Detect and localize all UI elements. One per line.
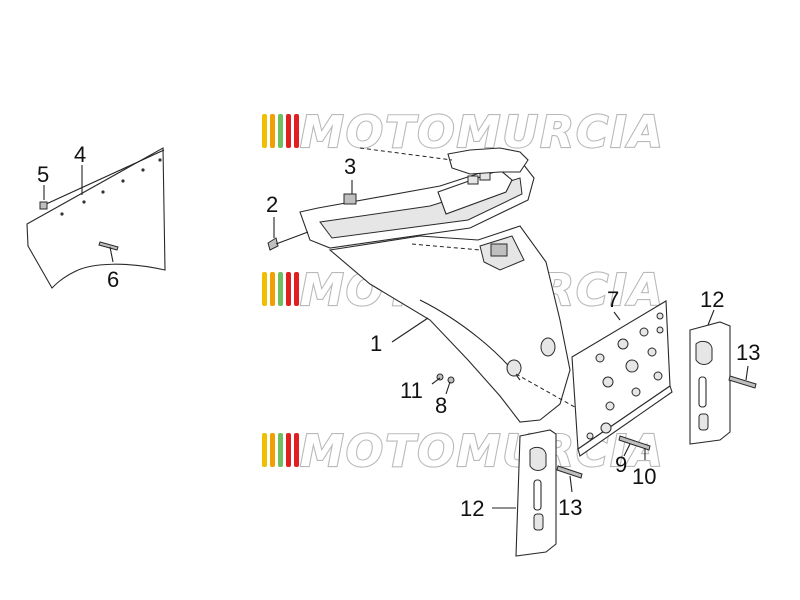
assembly-line (359, 147, 453, 161)
watermark-stripe (270, 433, 275, 467)
callout-7: 7 (607, 287, 619, 312)
mud-flap-part (26, 147, 166, 289)
callout-13-right: 13 (736, 340, 760, 365)
leader-line (445, 381, 451, 395)
leader-line (613, 311, 621, 321)
leader-line (109, 246, 114, 263)
watermark-stripe (278, 114, 283, 148)
watermark-stripe (270, 114, 275, 148)
leader-line (391, 317, 429, 343)
watermark-stripe (262, 433, 267, 467)
callout-3: 3 (344, 154, 356, 179)
leader-line (707, 309, 715, 326)
watermark-bottom: MOTOMURCIA (262, 425, 665, 478)
watermark-text: MOTOMURCIA (300, 426, 665, 477)
leader-line (569, 475, 573, 493)
assembly-line (411, 243, 481, 251)
watermark-stripe (294, 272, 299, 306)
bolt-part (267, 231, 309, 251)
callout-13-bottom: 13 (558, 495, 582, 520)
clip-part (343, 193, 357, 205)
watermark-stripe (278, 433, 283, 467)
callout-8: 8 (435, 393, 447, 418)
callout-10: 10 (632, 464, 656, 489)
screw-part (728, 375, 757, 389)
callout-9: 9 (615, 452, 627, 477)
watermark-stripe (262, 114, 267, 148)
rear-mudguard-part (299, 147, 571, 423)
watermark-stripe (294, 114, 299, 148)
watermark-text: MOTOMURCIA (300, 107, 665, 158)
watermark-stripe (286, 272, 291, 306)
callout-12-bottom: 12 (460, 496, 484, 521)
watermark-stripe (286, 114, 291, 148)
watermark-stripes (262, 433, 299, 467)
leader-line (431, 377, 441, 385)
watermark-stripes (262, 272, 299, 306)
leader-line (745, 365, 749, 381)
callout-4: 4 (74, 142, 86, 167)
clip-icon (39, 201, 48, 210)
screw-icon (98, 241, 119, 251)
callout-5: 5 (37, 162, 49, 187)
watermark-stripe (278, 272, 283, 306)
watermark-stripes (262, 114, 299, 148)
reflector-bracket-bottom (515, 429, 557, 557)
callout-2: 2 (266, 192, 278, 217)
callout-6: 6 (107, 267, 119, 292)
watermark-stripe (294, 433, 299, 467)
reflector-bracket-right (689, 321, 731, 445)
assembly-line (515, 373, 581, 411)
screw-part (556, 465, 583, 479)
watermark-top: MOTOMURCIA (262, 106, 665, 159)
callout-1: 1 (370, 331, 382, 356)
watermark-stripe (270, 272, 275, 306)
watermark-stripe (286, 433, 291, 467)
watermark-stripe (262, 272, 267, 306)
callout-12-right: 12 (700, 287, 724, 312)
screw-part (618, 435, 651, 451)
plate-holder-part (571, 300, 673, 457)
callout-11: 11 (400, 378, 423, 403)
leader-line (623, 443, 631, 457)
